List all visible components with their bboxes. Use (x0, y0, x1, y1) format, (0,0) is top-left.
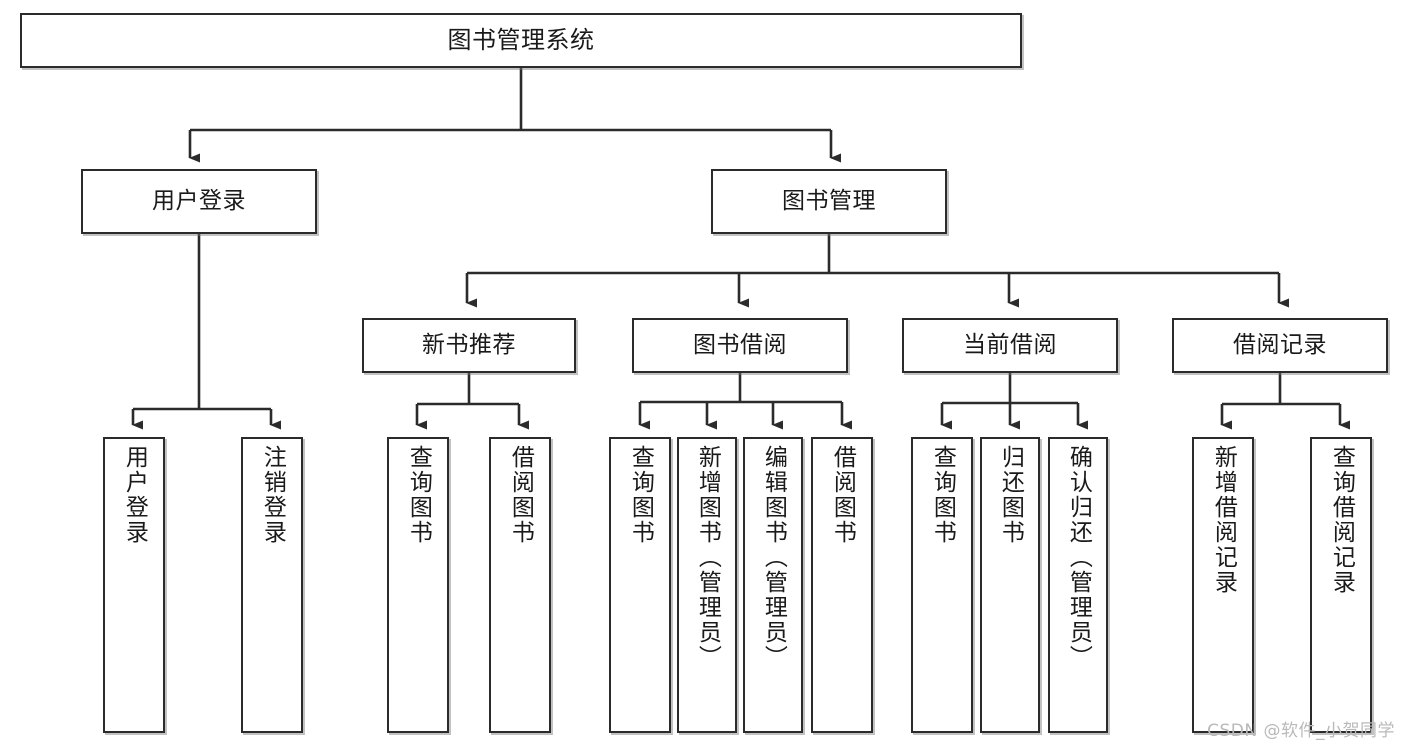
node-leaf-query-record-label: 查询借阅记录 (1328, 445, 1355, 595)
node-user-login[interactable]: 用户登录 (81, 169, 317, 234)
node-leaf-user-login[interactable]: 用户登录 (103, 437, 165, 733)
node-leaf-borrow-book-1-label: 借阅图书 (507, 445, 534, 545)
node-leaf-borrow-book-1[interactable]: 借阅图书 (489, 437, 551, 733)
node-book-borrow-label: 图书借阅 (693, 331, 787, 358)
node-leaf-logout-login-label: 注销登录 (259, 445, 286, 545)
node-current-borrow[interactable]: 当前借阅 (902, 318, 1118, 373)
node-leaf-add-book-label: 新增图书（管理员） (694, 445, 721, 670)
node-leaf-borrow-book-2-label: 借阅图书 (829, 445, 856, 545)
node-leaf-add-record[interactable]: 新增借阅记录 (1192, 437, 1254, 733)
node-root-label: 图书管理系统 (447, 26, 595, 55)
node-leaf-add-book[interactable]: 新增图书（管理员） (677, 437, 737, 733)
node-leaf-add-record-label: 新增借阅记录 (1210, 445, 1237, 595)
node-new-book-recommend[interactable]: 新书推荐 (362, 318, 576, 373)
node-current-borrow-label: 当前借阅 (963, 331, 1057, 358)
node-leaf-confirm-return-label: 确认归还（管理员） (1065, 445, 1092, 670)
node-leaf-edit-book-label: 编辑图书（管理员） (760, 445, 787, 670)
csdn-watermark: CSDN @软件_小贺同学 (1207, 721, 1395, 741)
node-leaf-borrow-book-2[interactable]: 借阅图书 (811, 437, 873, 733)
node-leaf-edit-book[interactable]: 编辑图书（管理员） (743, 437, 803, 733)
node-borrow-record[interactable]: 借阅记录 (1172, 318, 1388, 373)
node-leaf-return-book-label: 归还图书 (997, 445, 1024, 545)
node-leaf-query-book-2[interactable]: 查询图书 (609, 437, 671, 733)
node-leaf-query-book-3-label: 查询图书 (929, 445, 956, 545)
node-leaf-query-book-3[interactable]: 查询图书 (911, 437, 973, 733)
node-book-management[interactable]: 图书管理 (711, 169, 947, 234)
node-leaf-user-login-label: 用户登录 (121, 445, 148, 545)
node-leaf-return-book[interactable]: 归还图书 (980, 437, 1040, 733)
node-leaf-query-book-2-label: 查询图书 (627, 445, 654, 545)
node-leaf-query-book-1-label: 查询图书 (405, 445, 432, 545)
node-leaf-query-record[interactable]: 查询借阅记录 (1310, 437, 1372, 733)
node-leaf-confirm-return[interactable]: 确认归还（管理员） (1048, 437, 1108, 733)
node-new-book-recommend-label: 新书推荐 (422, 331, 516, 358)
node-user-login-label: 用户登录 (152, 187, 246, 214)
node-book-management-label: 图书管理 (782, 187, 876, 214)
node-root[interactable]: 图书管理系统 (20, 13, 1022, 68)
node-borrow-record-label: 借阅记录 (1233, 331, 1327, 358)
node-book-borrow[interactable]: 图书借阅 (632, 318, 848, 373)
node-leaf-logout-login[interactable]: 注销登录 (241, 437, 303, 733)
node-leaf-query-book-1[interactable]: 查询图书 (387, 437, 449, 733)
